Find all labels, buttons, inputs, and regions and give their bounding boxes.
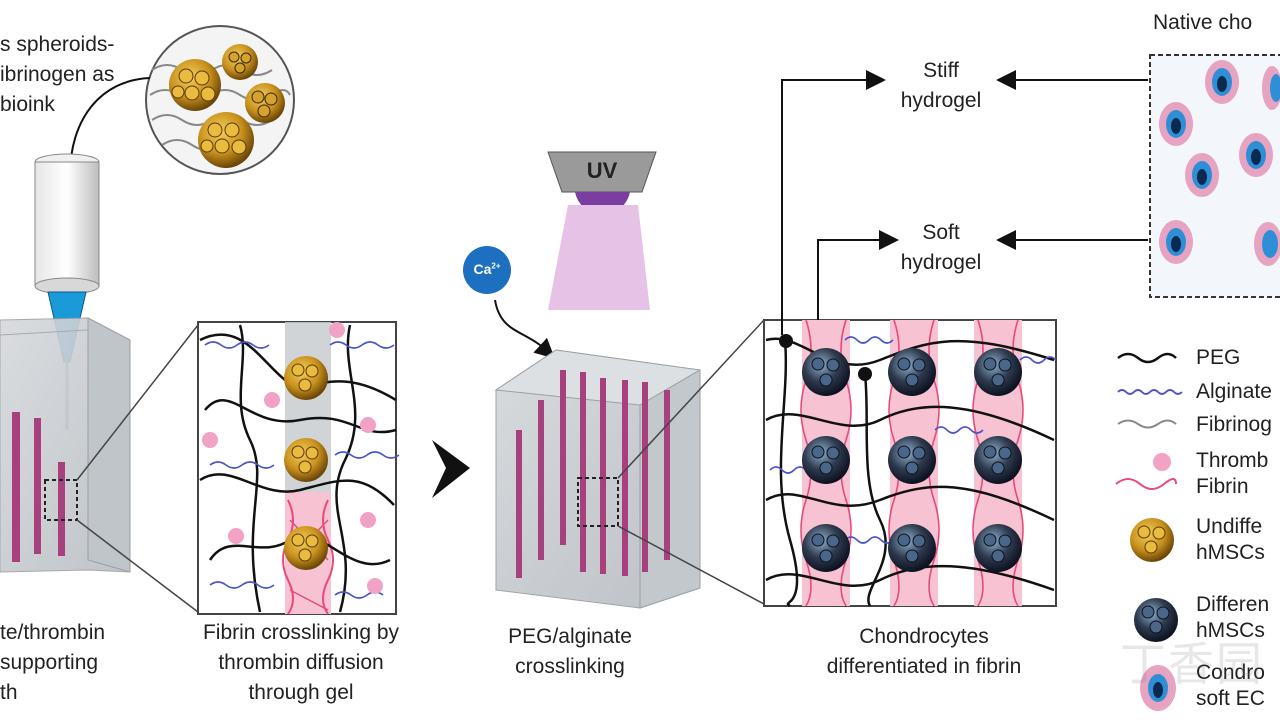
soft-hydrogel-label: Soft hydrogel: [900, 221, 982, 274]
legend-chondrocyte-label: Condro soft EC: [1196, 661, 1265, 710]
chondrocyte-icon: [1159, 102, 1193, 146]
peg-line-icon: [1117, 352, 1177, 364]
chondrocyte-icon: [1159, 220, 1193, 264]
differentiated-spheroid-icon: [888, 436, 936, 484]
chondrocytes-inset: [763, 319, 1057, 608]
bioink-label: s spheroids- ibrinogen as bioink: [0, 33, 115, 116]
watermark: 丁香园: [1120, 637, 1264, 691]
native-cartilage-box: [1149, 54, 1280, 298]
differentiated-spheroid-icon: [974, 524, 1022, 572]
differentiated-spheroid-icon: [974, 436, 1022, 484]
undifferentiated-spheroid-icon: [222, 44, 258, 80]
alginate-line-icon: [1117, 389, 1183, 395]
chondrocyte-icon: [1262, 66, 1280, 110]
uv-label: UV: [586, 158, 618, 183]
native-cartilage-label: Native cho: [1153, 11, 1253, 34]
uv-lamp: [547, 151, 657, 310]
legend-alginate-label: Alginate: [1196, 380, 1272, 403]
differentiated-spheroid-icon: [802, 524, 850, 572]
undifferentiated-spheroid-icon: [284, 438, 328, 482]
step-peg-alginate-caption: PEG/alginate crosslinking: [508, 625, 632, 678]
legend-peg-label: PEG: [1196, 346, 1241, 369]
chondrocyte-icon: [1239, 133, 1273, 177]
process-arrow-icon: [432, 440, 470, 498]
stiff-hydrogel-label: Stiff hydrogel: [900, 59, 982, 112]
fibrin-crosslinking-inset: [197, 321, 400, 615]
legend-fibrinogen-label: Fibrinog: [1196, 413, 1272, 436]
chondrocyte-icon: [1205, 60, 1239, 104]
support-bath-box: [0, 317, 199, 613]
legend-differentiated-label: Differen hMSCs: [1196, 593, 1270, 642]
undifferentiated-spheroid-icon: [169, 59, 221, 111]
thrombin-fibrin-icon: [1115, 453, 1177, 490]
differentiated-spheroid-icon: [1134, 598, 1178, 642]
undifferentiated-spheroid-icon: [198, 112, 254, 168]
fibrinogen-line-icon: [1117, 419, 1177, 429]
differentiated-spheroid-icon: [888, 348, 936, 396]
bioink-inset: [60, 25, 295, 179]
differentiated-spheroid-icon: [888, 524, 936, 572]
chondrocyte-icon: [1185, 153, 1219, 197]
calcium-label: Ca2+: [473, 261, 501, 277]
undifferentiated-spheroid-icon: [245, 83, 285, 123]
calcium-ion-icon: [463, 246, 555, 359]
step-fibrin-crosslinking-caption: Fibrin crosslinking by thrombin diffusio…: [202, 621, 400, 704]
hydrogel-arrows: [781, 70, 1148, 335]
legend: [1115, 352, 1183, 711]
chondrocyte-icon: [1140, 665, 1176, 711]
crosslinked-gel-box: [494, 319, 765, 609]
undifferentiated-spheroid-icon: [284, 356, 328, 400]
differentiated-spheroid-icon: [802, 348, 850, 396]
legend-thrombin-fibrin-label: Thromb Fibrin: [1196, 449, 1269, 498]
undifferentiated-spheroid-icon: [284, 526, 328, 570]
step-support-bath-caption: te/thrombin supporting th: [0, 621, 106, 704]
differentiated-spheroid-icon: [974, 348, 1022, 396]
differentiated-spheroid-icon: [802, 436, 850, 484]
step-chondrocytes-caption: Chondrocytes differentiated in fibrin: [826, 625, 1022, 678]
undifferentiated-spheroid-icon: [1130, 518, 1174, 562]
chondrocyte-icon: [1254, 222, 1280, 266]
legend-undifferentiated-label: Undiffe hMSCs: [1196, 515, 1265, 564]
